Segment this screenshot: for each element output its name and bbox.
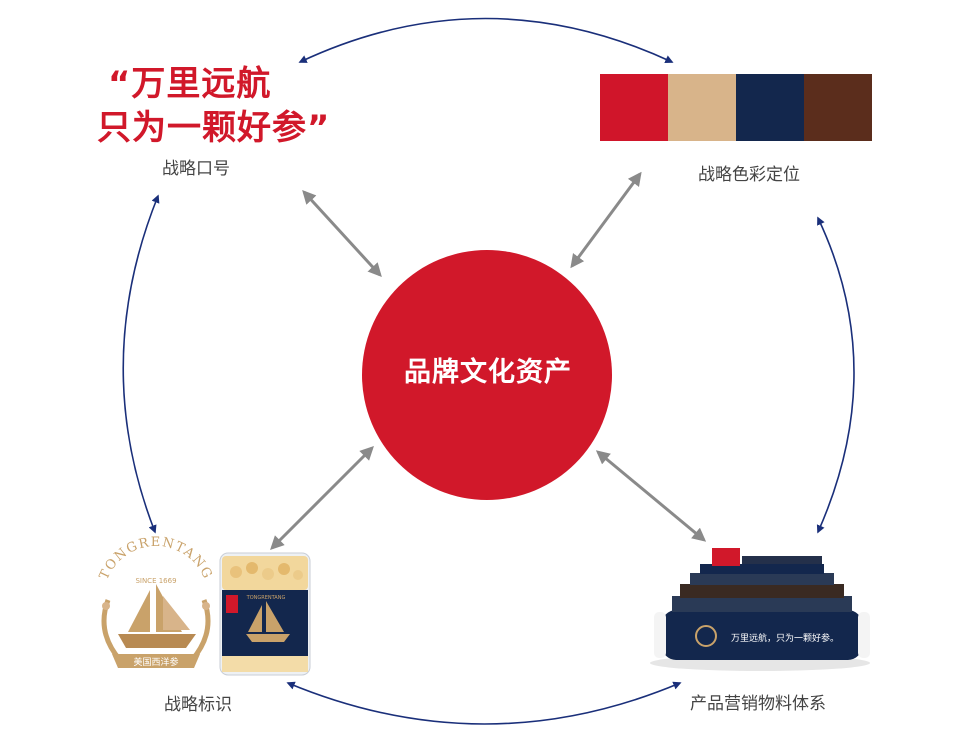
cycle-arrow-bottom: [286, 681, 682, 725]
ship-logo-icon: TONGRENTANG SINCE 1669 美国西洋参: [97, 535, 215, 668]
svg-text:TONGRENTANG: TONGRENTANG: [97, 535, 215, 582]
center-label: 品牌文化资产: [404, 357, 572, 388]
retail-display-image: 万里远航，只为一颗好参。: [650, 548, 870, 671]
spoke-arrow-display: [595, 450, 707, 542]
spoke-arrow-slogan: [302, 189, 382, 278]
color-swatches: [600, 74, 872, 141]
cycle-arrow-left: [122, 194, 160, 534]
red-swatch: [600, 74, 668, 141]
slogan-line-1: “万里远航: [108, 64, 272, 104]
svg-text:TONGRENTANG: TONGRENTANG: [246, 595, 286, 601]
cycle-arrow-right: [816, 216, 855, 534]
svg-text:SINCE 1669: SINCE 1669: [135, 577, 176, 585]
spoke-arrow-colors: [570, 171, 642, 269]
tan-swatch: [668, 74, 736, 141]
slogan-caption: 战略口号: [162, 159, 230, 179]
colors-caption: 战略色彩定位: [698, 165, 800, 185]
center-circle: [362, 250, 612, 500]
svg-text:美国西洋参: 美国西洋参: [133, 656, 178, 668]
logo-caption: 战略标识: [164, 695, 232, 715]
brown-swatch: [804, 74, 872, 141]
display-caption: 产品营销物料体系: [690, 694, 826, 714]
product-jar-image: TONGRENTANG: [219, 552, 311, 676]
cycle-arrow-top: [298, 17, 674, 63]
svg-text:万里远航，只为一颗好参。: 万里远航，只为一颗好参。: [731, 632, 839, 644]
spoke-arrow-logo: [270, 446, 374, 550]
navy-swatch: [736, 74, 804, 141]
slogan-line-2: 只为一颗好参”: [97, 108, 331, 148]
